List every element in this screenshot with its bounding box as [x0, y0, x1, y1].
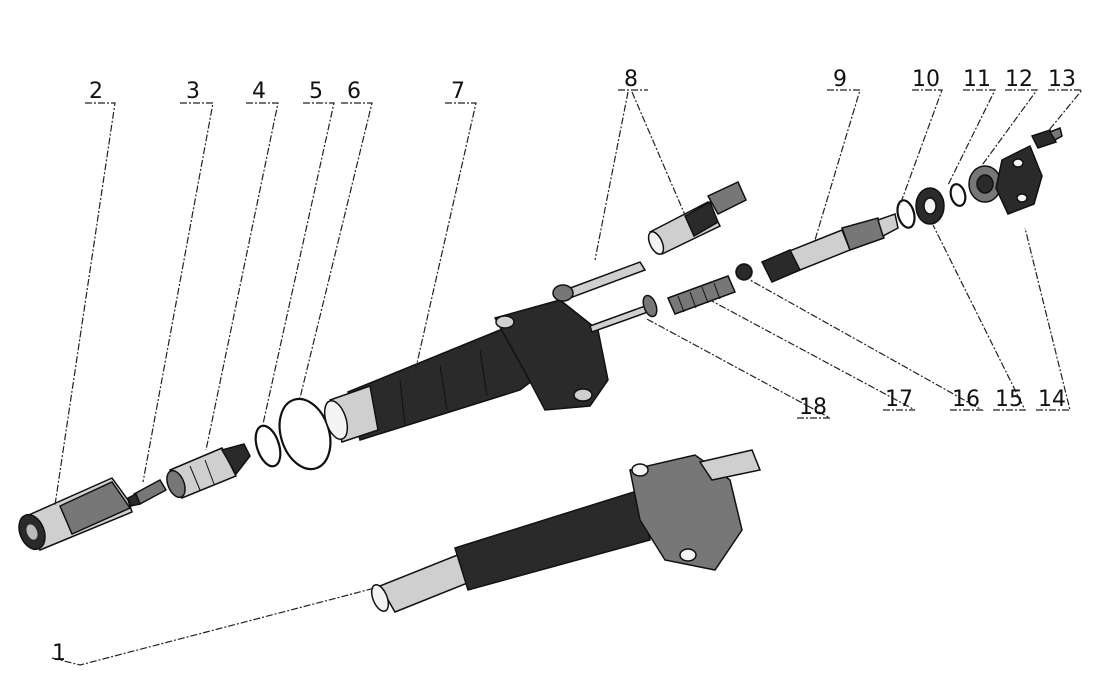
leader-3 [142, 102, 214, 483]
callout-labels: 1 2 3 4 5 6 7 8 9 10 11 12 13 14 15 16 1… [52, 67, 1076, 666]
part-8-screw-assembly [552, 180, 747, 302]
part-5-o-ring [254, 424, 282, 468]
leader-10 [899, 89, 943, 206]
callout-18: 18 [799, 395, 827, 420]
callout-16: 16 [952, 387, 980, 412]
leader-5 [262, 102, 335, 425]
part-13-bolt [1030, 126, 1063, 149]
leader-4 [205, 102, 279, 451]
callout-13: 13 [1048, 67, 1076, 92]
callout-6: 6 [347, 79, 361, 104]
part-9-spindle [760, 213, 899, 283]
part-17-spring [666, 275, 737, 315]
callout-3: 3 [186, 79, 200, 104]
callout-1: 1 [52, 641, 66, 666]
callout-15: 15 [995, 387, 1023, 412]
leader-lines [51, 89, 1084, 666]
callout-4: 4 [252, 79, 266, 104]
leader-8b [631, 91, 686, 216]
callout-17: 17 [885, 387, 913, 412]
leader-15 [932, 224, 1026, 411]
part-2-nozzle-nut [18, 477, 133, 551]
callout-10: 10 [912, 67, 940, 92]
leader-9 [814, 89, 861, 241]
callout-9: 9 [833, 67, 847, 92]
callout-11: 11 [963, 67, 991, 92]
part-18-push-rod [589, 294, 658, 333]
leader-1 [51, 587, 376, 666]
part-7-injector-body [323, 299, 609, 443]
callout-8: 8 [624, 67, 638, 92]
part-3-needle [127, 479, 168, 507]
part-16-ball [735, 263, 753, 281]
callout-2: 2 [89, 79, 103, 104]
part-10-ring [896, 199, 916, 229]
leader-14 [1024, 227, 1071, 411]
callout-14: 14 [1038, 387, 1066, 412]
leader-18 [644, 317, 831, 419]
callout-7: 7 [451, 79, 465, 104]
leader-16 [749, 279, 985, 411]
part-4-nozzle-body [166, 443, 251, 499]
part-15-nut [915, 187, 945, 225]
leader-13 [1044, 89, 1084, 136]
leader-6 [299, 102, 373, 399]
part-14-flange [995, 144, 1043, 215]
callout-5: 5 [309, 79, 323, 104]
leader-12 [979, 89, 1039, 169]
leader-2 [54, 102, 116, 506]
leader-11 [947, 89, 996, 186]
part-1-assembled-injector [370, 449, 762, 613]
leader-8a [594, 91, 629, 261]
leader-7 [414, 102, 477, 373]
callout-12: 12 [1005, 67, 1033, 92]
part-11-washer [949, 183, 967, 207]
leader-17 [709, 299, 916, 411]
